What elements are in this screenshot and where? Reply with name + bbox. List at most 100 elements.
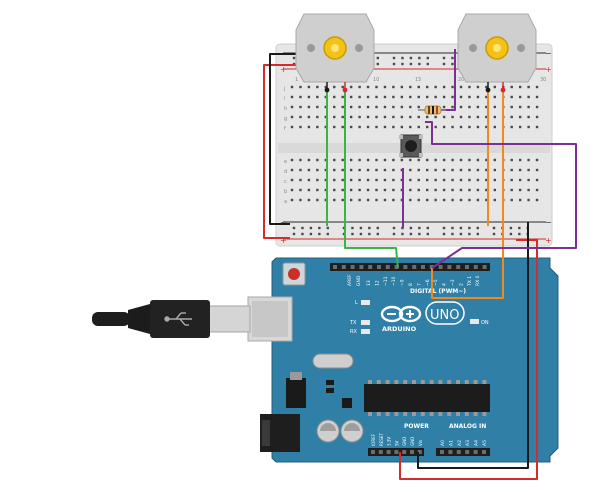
breadboard-hole[interactable] — [535, 105, 539, 109]
breadboard-hole[interactable] — [468, 105, 471, 109]
breadboard-hole[interactable] — [535, 95, 539, 99]
breadboard-hole[interactable] — [316, 188, 319, 192]
breadboard-hole[interactable] — [383, 85, 387, 89]
breadboard-hole[interactable] — [434, 125, 437, 129]
breadboard-hole[interactable] — [366, 158, 370, 162]
header-pin[interactable] — [341, 265, 346, 269]
analog-pin[interactable] — [448, 450, 453, 454]
breadboard-hole[interactable] — [459, 125, 463, 129]
rail-hole[interactable] — [392, 56, 396, 60]
dc-motor-right[interactable] — [457, 13, 537, 93]
breadboard-hole[interactable] — [366, 95, 370, 99]
breadboard-hole[interactable] — [307, 198, 311, 202]
breadboard-hole[interactable] — [468, 188, 471, 192]
rail-hole[interactable] — [368, 232, 371, 236]
breadboard-hole[interactable] — [535, 178, 539, 182]
breadboard-hole[interactable] — [333, 198, 336, 202]
bottom-header-pins[interactable] — [371, 450, 486, 454]
breadboard-hole[interactable] — [409, 168, 412, 172]
rail-hole[interactable] — [426, 56, 429, 60]
breadboard-hole[interactable] — [324, 115, 327, 119]
breadboard-hole[interactable] — [451, 168, 454, 172]
breadboard-hole[interactable] — [434, 158, 437, 162]
breadboard-hole[interactable] — [493, 85, 496, 89]
rail-hole[interactable] — [492, 232, 496, 236]
rail-hole[interactable] — [326, 226, 329, 230]
breadboard-hole[interactable] — [510, 115, 513, 119]
breadboard-hole[interactable] — [375, 198, 378, 202]
breadboard-hole[interactable] — [493, 105, 496, 109]
header-pin[interactable] — [403, 265, 408, 269]
rail-hole[interactable] — [518, 232, 521, 236]
breadboard-hole[interactable] — [417, 168, 420, 172]
breadboard-hole[interactable] — [299, 158, 302, 162]
rail-hole[interactable] — [401, 62, 404, 66]
breadboard-hole[interactable] — [527, 178, 530, 182]
breadboard-hole[interactable] — [459, 198, 463, 202]
breadboard-hole[interactable] — [333, 168, 336, 172]
breadboard-hole[interactable] — [333, 158, 336, 162]
breadboard-hole[interactable] — [400, 125, 404, 129]
rail-hole[interactable] — [451, 226, 454, 230]
breadboard-hole[interactable] — [409, 158, 412, 162]
pushbutton[interactable] — [399, 134, 423, 158]
breadboard-hole[interactable] — [468, 198, 471, 202]
breadboard-hole[interactable] — [349, 125, 353, 129]
rail-hole[interactable] — [451, 232, 454, 236]
breadboard-hole[interactable] — [459, 158, 463, 162]
breadboard-hole[interactable] — [510, 198, 513, 202]
dc-motor-left[interactable] — [295, 13, 375, 93]
breadboard-hole[interactable] — [392, 198, 395, 202]
breadboard-hole[interactable] — [459, 168, 463, 172]
breadboard-hole[interactable] — [476, 105, 480, 109]
breadboard-hole[interactable] — [333, 105, 336, 109]
breadboard-hole[interactable] — [290, 198, 294, 202]
breadboard-hole[interactable] — [510, 168, 513, 172]
breadboard-hole[interactable] — [442, 95, 446, 99]
breadboard-hole[interactable] — [375, 85, 378, 89]
breadboard-hole[interactable] — [476, 188, 480, 192]
breadboard-hole[interactable] — [485, 125, 488, 129]
rail-hole[interactable] — [309, 226, 313, 230]
breadboard-hole[interactable] — [392, 115, 395, 119]
breadboard-hole[interactable] — [290, 125, 294, 129]
breadboard-hole[interactable] — [409, 198, 412, 202]
power-pin[interactable] — [417, 450, 422, 454]
breadboard-hole[interactable] — [518, 125, 522, 129]
breadboard-hole[interactable] — [383, 198, 387, 202]
breadboard-hole[interactable] — [358, 168, 361, 172]
breadboard-hole[interactable] — [442, 105, 446, 109]
power-pin[interactable] — [386, 450, 391, 454]
breadboard-hole[interactable] — [518, 95, 522, 99]
breadboard-hole[interactable] — [468, 85, 471, 89]
breadboard-hole[interactable] — [434, 188, 437, 192]
breadboard-hole[interactable] — [535, 158, 539, 162]
header-pin[interactable] — [473, 265, 478, 269]
power-pin[interactable] — [410, 450, 414, 454]
analog-pin[interactable] — [440, 450, 444, 454]
breadboard-hole[interactable] — [358, 178, 361, 182]
power-pin[interactable] — [371, 450, 375, 454]
breadboard-hole[interactable] — [417, 125, 420, 129]
rail-hole[interactable] — [359, 232, 363, 236]
rail-hole[interactable] — [409, 226, 413, 230]
breadboard-hole[interactable] — [527, 115, 530, 119]
resistor[interactable] — [418, 105, 446, 115]
header-pin[interactable] — [368, 265, 373, 269]
breadboard-hole[interactable] — [290, 95, 294, 99]
breadboard-hole[interactable] — [316, 85, 319, 89]
header-pin[interactable] — [438, 265, 443, 269]
analog-pin[interactable] — [473, 450, 478, 454]
breadboard-hole[interactable] — [451, 105, 454, 109]
breadboard-hole[interactable] — [485, 158, 488, 162]
breadboard-hole[interactable] — [434, 198, 437, 202]
rail-hole[interactable] — [409, 56, 413, 60]
breadboard-hole[interactable] — [459, 178, 463, 182]
breadboard-hole[interactable] — [324, 188, 327, 192]
breadboard-hole[interactable] — [409, 188, 412, 192]
rail-hole[interactable] — [309, 232, 313, 236]
breadboard-hole[interactable] — [451, 158, 454, 162]
power-pin[interactable] — [378, 450, 383, 454]
breadboard-hole[interactable] — [307, 158, 311, 162]
breadboard-hole[interactable] — [383, 95, 387, 99]
